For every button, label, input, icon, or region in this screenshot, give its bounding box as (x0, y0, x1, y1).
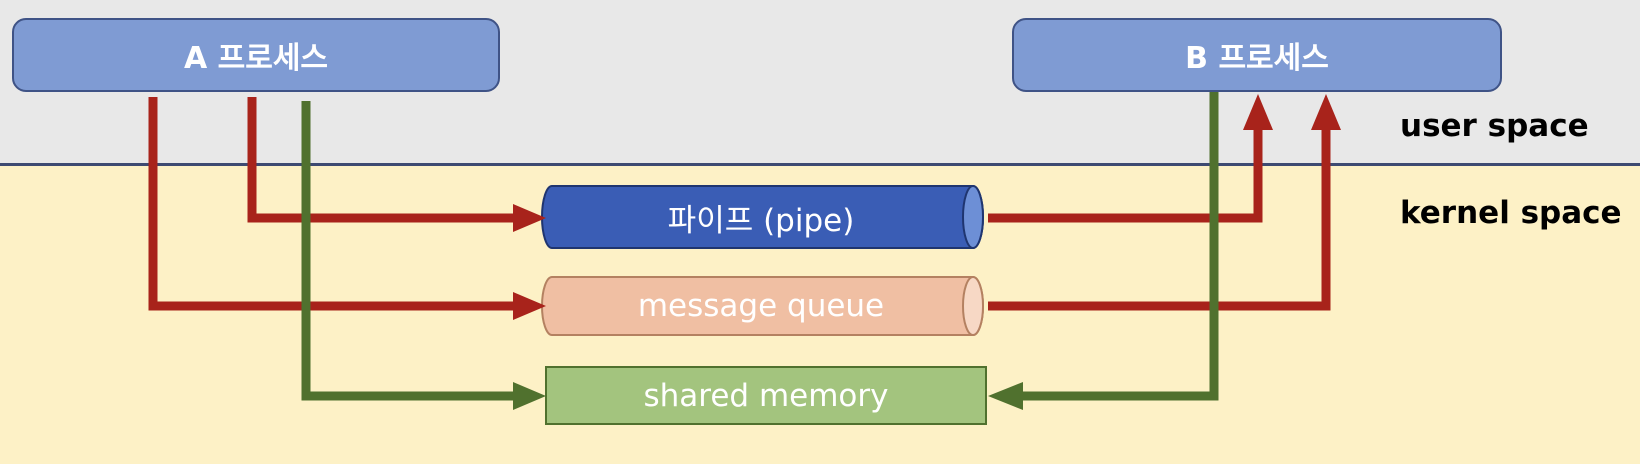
shared-memory-label: shared memory (643, 377, 889, 414)
arrow-message-queue-to-b (988, 94, 1341, 311)
process-b-box: B 프로세스 (1012, 18, 1502, 92)
process-a-box: A 프로세스 (12, 18, 500, 92)
message-queue-label: message queue (637, 288, 885, 324)
pipe-cylinder (541, 185, 984, 249)
user-kernel-divider (0, 163, 1640, 166)
process-a-label: A 프로세스 (183, 41, 329, 76)
arrow-a-to-pipe (247, 97, 546, 232)
arrow-pipe-to-b (988, 94, 1273, 223)
process-b-label: B 프로세스 (1185, 41, 1329, 76)
arrow-a-to-shared-memory (301, 101, 546, 410)
arrow-a-to-message-queue (148, 97, 546, 320)
shared-memory-box (545, 366, 987, 425)
pipe-label: 파이프 (pipe) (667, 202, 855, 239)
user-space-label: user space (1400, 108, 1589, 144)
kernel-space-label: kernel space (1400, 195, 1622, 231)
message-queue-cylinder (541, 276, 984, 336)
arrow-b-to-shared-memory (988, 92, 1219, 410)
